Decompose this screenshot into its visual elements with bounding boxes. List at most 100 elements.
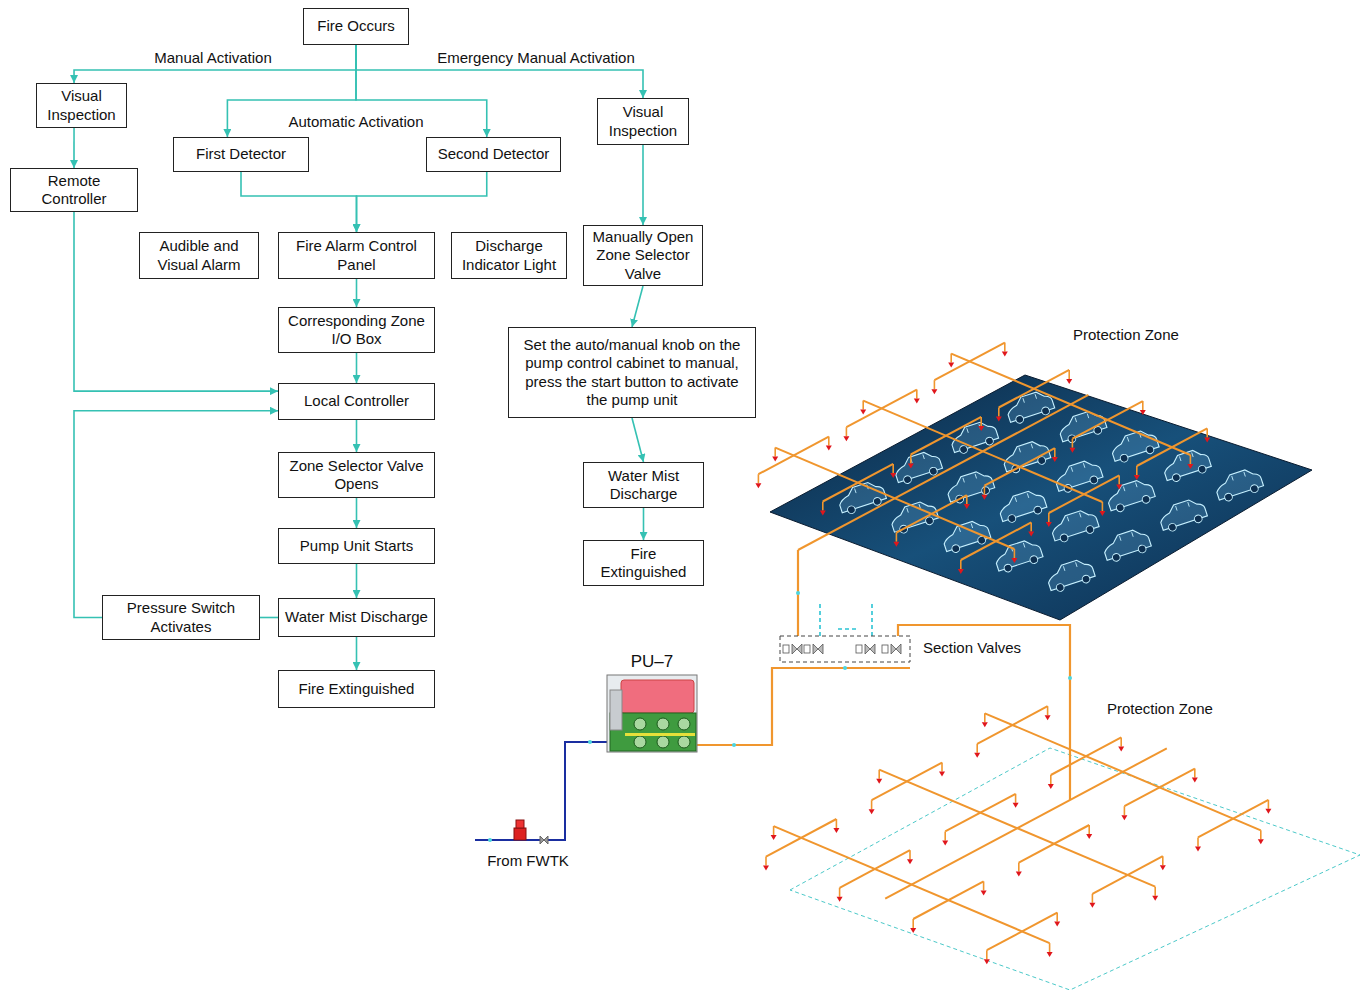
dropper-pipe: [1048, 513, 1050, 522]
car-body: [940, 517, 991, 551]
mist-nozzle: [910, 928, 916, 933]
car-icon: [1049, 507, 1101, 545]
flow-connector: [642, 145, 644, 225]
car-window: [1075, 414, 1089, 423]
box-text: Water Mist Discharge: [285, 608, 428, 626]
car-body: [1049, 507, 1100, 541]
car-wheel: [1003, 563, 1013, 573]
dropper-pipe: [836, 819, 838, 828]
mist-nozzle: [893, 542, 899, 547]
mist-nozzle: [1187, 464, 1193, 469]
dropper-pipe: [1018, 863, 1020, 872]
dropper-pipe: [1056, 913, 1058, 922]
section-valve: [865, 644, 875, 654]
dropper-pipe: [1162, 856, 1164, 865]
dropper-pipe: [998, 408, 1000, 417]
process-box: Water Mist Discharge: [583, 462, 704, 508]
dropper-pipe: [1092, 894, 1094, 903]
box-text: Pressure Switch Activates: [107, 599, 255, 636]
section-valve-group: [780, 636, 910, 662]
car-window: [1015, 493, 1029, 502]
section-valve: [891, 644, 901, 654]
dropper-pipe: [1004, 343, 1006, 352]
car-window: [1127, 433, 1141, 442]
dropper-pipe: [1260, 830, 1262, 839]
car-icon: [1157, 496, 1209, 534]
car-icon: [1052, 457, 1104, 495]
car-wheel: [903, 475, 913, 485]
car-wheel: [985, 436, 995, 446]
car-body: [1105, 477, 1156, 511]
car-wheel: [1115, 503, 1125, 513]
mist-nozzle: [1192, 778, 1198, 783]
box-text: Pump Unit Starts: [300, 537, 413, 555]
branch-pipe: [987, 913, 1057, 951]
branch-pipe: [823, 464, 893, 502]
process-box: Audible and Visual Alarm: [139, 232, 259, 279]
water-tank: [621, 680, 694, 713]
dropper-pipe: [984, 713, 986, 722]
car-window: [1176, 502, 1190, 511]
car-icon: [888, 498, 940, 536]
car-wheel: [929, 466, 939, 476]
dropper-pipe: [871, 800, 873, 809]
flow-connector: [74, 45, 356, 83]
dropper-pipe: [934, 380, 936, 389]
mist-nozzle: [1016, 872, 1022, 877]
flow-connector: [643, 508, 645, 540]
mist-nozzle: [1140, 410, 1146, 415]
car-icon: [1056, 408, 1108, 446]
process-box: Visual Inspection: [597, 98, 689, 145]
box-text: Water Mist Discharge: [588, 467, 699, 504]
mist-nozzle: [996, 417, 1002, 422]
inlet-valve: [514, 820, 548, 844]
pipe-joint: [796, 591, 800, 595]
branch-pipe: [846, 390, 916, 428]
dropper-pipe: [1068, 370, 1070, 379]
mist-nozzle: [1204, 437, 1210, 442]
car-wheel: [1193, 514, 1203, 524]
flow-connector: [74, 411, 278, 618]
dropper-pipe: [1120, 737, 1122, 746]
car-window: [1067, 513, 1081, 522]
car-body: [1101, 526, 1152, 560]
car-wheel: [1059, 533, 1069, 543]
dropper-pipe: [1054, 448, 1056, 457]
part-label: Section Valves: [920, 639, 1024, 657]
branch-pipe: [774, 826, 1050, 943]
valve-actuator: [882, 645, 888, 653]
dropper-pipe: [1049, 943, 1051, 952]
car-wheel: [1111, 553, 1121, 563]
car-wheel: [1137, 544, 1147, 554]
branch-pipe: [1072, 401, 1142, 439]
branch-pipe: [872, 763, 942, 801]
branch-pipe: [911, 417, 981, 455]
branch-pipe: [985, 713, 1261, 830]
mist-nozzle: [772, 457, 778, 462]
mist-nozzle: [1152, 896, 1158, 901]
car-body: [1109, 427, 1160, 461]
flow-connector: [356, 498, 358, 528]
car-wheel: [1250, 484, 1260, 494]
box-text: Set the auto/manual knob on the pump con…: [513, 336, 751, 409]
flow-connector: [74, 212, 278, 391]
flow-connector: [356, 353, 358, 383]
part-label: Protection Zone: [1070, 326, 1182, 344]
pipe-joint: [488, 838, 492, 842]
dropper-pipe: [1268, 800, 1270, 809]
mist-nozzle: [1116, 484, 1122, 489]
branch-pipe: [977, 706, 1047, 744]
mist-nozzle: [984, 959, 990, 964]
dropper-pipe: [960, 560, 962, 569]
branch-pipe: [1049, 475, 1119, 513]
dropper-pipe: [828, 437, 830, 446]
dropper-pipe: [1190, 455, 1192, 464]
mist-nozzle: [981, 890, 987, 895]
process-box: Zone Selector Valve Opens: [278, 452, 435, 498]
car-icon: [1101, 526, 1153, 564]
branch-pipe: [913, 881, 983, 919]
mist-nozzle: [826, 446, 832, 451]
flow-connector: [73, 128, 75, 168]
dropper-pipe: [1194, 769, 1196, 778]
mist-nozzle: [1265, 809, 1271, 814]
